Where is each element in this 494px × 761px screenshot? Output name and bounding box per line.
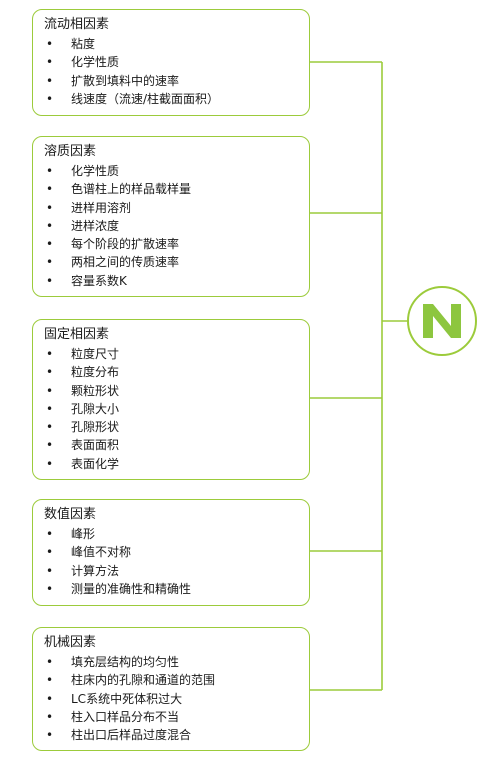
list-item: • 表面化学 [44,455,299,473]
bullet-icon: • [46,456,54,471]
list-item-label: 进样用溶剂 [71,200,132,215]
bullet-icon: • [46,728,54,743]
list-item: • 每个阶段的扩散速率 [44,235,299,253]
list-item: • 粒度分布 [44,363,299,381]
list-item-label: 柱入口样品分布不当 [71,709,180,724]
bullet-icon: • [46,420,54,435]
list-item: • 测量的准确性和精确性 [44,580,299,598]
list-item-label: 测量的准确性和精确性 [71,581,192,596]
list-item: • 容量系数K [44,272,299,290]
bullet-icon: • [46,401,54,416]
list-item-label: 色谱柱上的样品载样量 [71,182,192,197]
bullet-icon: • [46,581,54,596]
bullet-icon: • [46,365,54,380]
bullet-icon: • [46,37,54,51]
list-item: • 色谱柱上的样品载样量 [44,180,299,198]
list-item-label: 扩散到填料中的速率 [71,73,180,88]
bullet-icon: • [46,218,54,233]
bullet-icon: • [46,182,54,197]
list-item: • 柱出口后样品过度混合 [44,726,299,744]
list-item-label: 每个阶段的扩散速率 [71,237,180,252]
list-item-label: 化学性质 [71,164,120,178]
bullet-icon: • [46,91,54,106]
list-item: • 填充层结构的均匀性 [44,653,299,671]
group-box-stationary-phase: 固定相因素 • 粒度尺寸 • 粒度分布 • 颗粒形状 • 孔隙大小 • 孔隙形状 • 表面面… [32,319,310,480]
list-item: • 孔隙大小 [44,400,299,418]
list-item-label: 表面面积 [71,438,120,453]
list-item: • 计算方法 [44,562,299,580]
list-item-label: 峰形 [71,527,96,541]
list-item-label: 线速度（流速/柱截面面积） [71,91,220,106]
bullet-icon: • [46,255,54,270]
bullet-icon: • [46,545,54,560]
list-item: • 表面面积 [44,436,299,454]
list-item-label: 填充层结构的均匀性 [71,655,180,669]
group-title: 流动相因素 [44,17,110,32]
group-title: 数值因素 [44,507,97,522]
list-item-label: 粒度尺寸 [71,347,120,361]
bullet-icon: • [46,527,54,541]
list-item-label: 进样浓度 [71,218,120,233]
list-item-label: 柱床内的孔隙和通道的范围 [71,673,216,688]
list-item: • 柱床内的孔隙和通道的范围 [44,671,299,689]
bullet-icon: • [46,673,54,688]
list-item: • 粘度 [44,35,299,53]
list-item: • 两相之间的传质速率 [44,253,299,271]
bullet-icon: • [46,164,54,178]
group-box-numerical: 数值因素 • 峰形 • 峰值不对称 • 计算方法 • 测量的准确性和精确性 [32,499,310,606]
bullet-icon: • [46,691,54,706]
bullet-icon: • [46,200,54,215]
list-item-label: 孔隙形状 [71,420,120,435]
list-item: • 进样浓度 [44,217,299,235]
list-item: • 峰形 [44,525,299,543]
bullet-icon: • [46,709,54,724]
list-item-label: 化学性质 [71,55,120,70]
bullet-icon: • [46,273,54,288]
group-title: 固定相因素 [44,327,110,342]
list-item-label: LC系统中死体积过大 [71,691,183,706]
list-item: • 进样用溶剂 [44,199,299,217]
bullet-icon: • [46,655,54,669]
bullet-icon: • [46,55,54,70]
list-item: • 柱入口样品分布不当 [44,708,299,726]
logo-badge [407,286,477,356]
list-item-label: 粘度 [71,37,96,51]
list-item-label: 孔隙大小 [71,401,120,416]
bullet-icon: • [46,73,54,88]
list-item: • 孔隙形状 [44,418,299,436]
list-item: • 扩散到填料中的速率 [44,72,299,90]
list-item: • 颗粒形状 [44,382,299,400]
list-item: • 线速度（流速/柱截面面积） [44,90,299,108]
list-item-label: 颗粒形状 [71,383,120,398]
list-item: • 化学性质 [44,162,299,180]
group-box-mobile-phase: 流动相因素 • 粘度 • 化学性质 • 扩散到填料中的速率 • 线速度（流速/柱截面面积… [32,9,310,116]
group-box-mechanical: 机械因素 • 填充层结构的均匀性 • 柱床内的孔隙和通道的范围 • LC系统中死体积过… [32,627,310,751]
bullet-icon: • [46,383,54,398]
list-item-label: 两相之间的传质速率 [71,255,180,270]
list-item: • 峰值不对称 [44,543,299,561]
list-item-label: 柱出口后样品过度混合 [71,728,192,743]
group-box-solute: 溶质因素 • 化学性质 • 色谱柱上的样品载样量 • 进样用溶剂 • 进样浓度 • 每个阶… [32,136,310,297]
list-item-label: 峰值不对称 [71,545,132,560]
bullet-icon: • [46,347,54,361]
logo-n-icon [423,304,461,338]
list-item: • LC系统中死体积过大 [44,690,299,708]
list-item: • 化学性质 [44,53,299,71]
bullet-icon: • [46,237,54,252]
group-title: 机械因素 [44,635,97,650]
list-item-label: 粒度分布 [71,365,120,380]
list-item-label: 计算方法 [71,563,120,578]
list-item: • 粒度尺寸 [44,345,299,363]
list-item-label: 容量系数K [71,273,127,288]
bullet-icon: • [46,438,54,453]
group-title: 溶质因素 [44,144,97,159]
bullet-icon: • [46,563,54,578]
list-item-label: 表面化学 [71,456,120,471]
